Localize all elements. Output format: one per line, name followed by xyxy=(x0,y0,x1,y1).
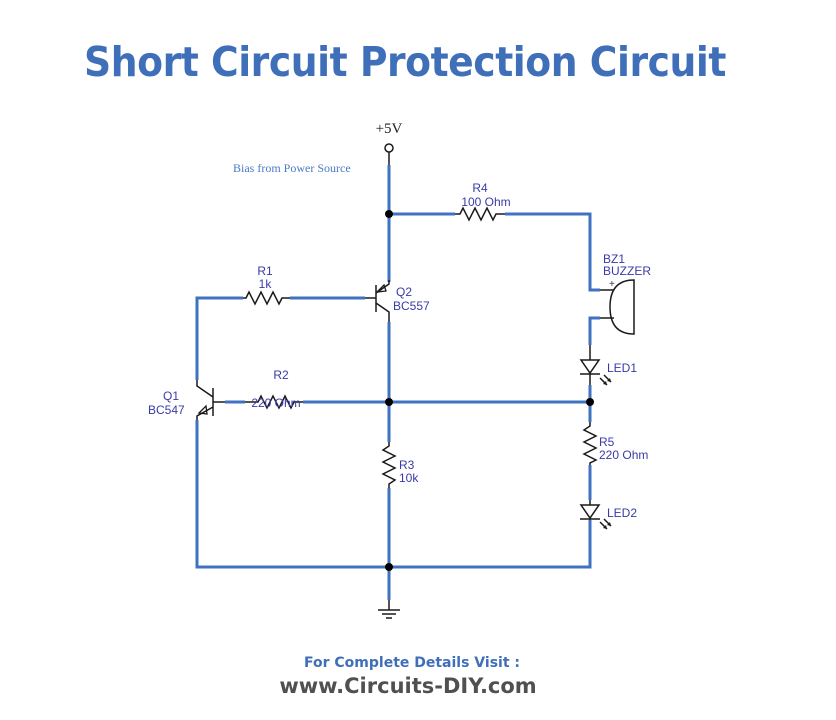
q1-value: BC547 xyxy=(148,403,185,417)
footer-visit-text: For Complete Details Visit : xyxy=(304,655,520,671)
bias-note: Bias from Power Source xyxy=(233,161,351,175)
q2-value: BC557 xyxy=(393,299,430,313)
resistor-r2[interactable] xyxy=(245,394,303,410)
r2-value: 220 Ohm xyxy=(251,396,300,410)
r4-value: 100 Ohm xyxy=(461,195,510,209)
resistor-r5[interactable] xyxy=(582,422,598,465)
bz1-ref: BZ1 xyxy=(603,252,625,266)
resistor-r1[interactable] xyxy=(243,290,290,306)
resistor-r4[interactable] xyxy=(455,206,505,222)
r1-ref: R1 xyxy=(257,264,273,278)
transistor-q2[interactable] xyxy=(365,280,390,322)
r4-ref: R4 xyxy=(472,181,488,195)
junction-dot xyxy=(586,398,594,406)
footer-url[interactable]: www.Circuits-DIY.com xyxy=(279,674,537,698)
junction-dot xyxy=(385,210,393,218)
q1-ref: Q1 xyxy=(163,389,179,403)
buzzer-polarity: + xyxy=(609,279,615,290)
buzzer-bz1[interactable]: + xyxy=(600,279,635,335)
wire-r1-q1 xyxy=(195,296,243,380)
transistor-q1[interactable] xyxy=(196,380,225,420)
page-title: Short Circuit Protection Circuit xyxy=(84,38,726,86)
led1-ref: LED1 xyxy=(607,361,637,375)
bz1-value: BUZZER xyxy=(603,264,651,278)
wires xyxy=(195,165,600,600)
led-led1[interactable] xyxy=(579,345,612,386)
r5-ref: R5 xyxy=(599,435,615,449)
led2-ref: LED2 xyxy=(607,506,637,520)
junction-dot xyxy=(385,398,393,406)
junctions xyxy=(385,210,594,571)
r3-value: 10k xyxy=(399,471,419,485)
wire-buzzer-led1 xyxy=(588,316,600,345)
junction-dot xyxy=(385,563,393,571)
r5-value: 220 Ohm xyxy=(599,448,648,462)
r2-ref: R2 xyxy=(273,368,289,382)
led-led2[interactable] xyxy=(579,500,612,530)
q2-ref: Q2 xyxy=(396,285,412,299)
wire-ground-bus xyxy=(195,420,592,569)
ground-icon xyxy=(378,600,400,619)
r3-ref: R3 xyxy=(399,458,415,472)
supply-label: +5V xyxy=(376,121,403,137)
wire-r4-buzzer xyxy=(505,212,600,292)
supply-terminal xyxy=(384,143,394,165)
resistor-r3[interactable] xyxy=(381,442,397,488)
r1-value: 1k xyxy=(259,277,273,291)
